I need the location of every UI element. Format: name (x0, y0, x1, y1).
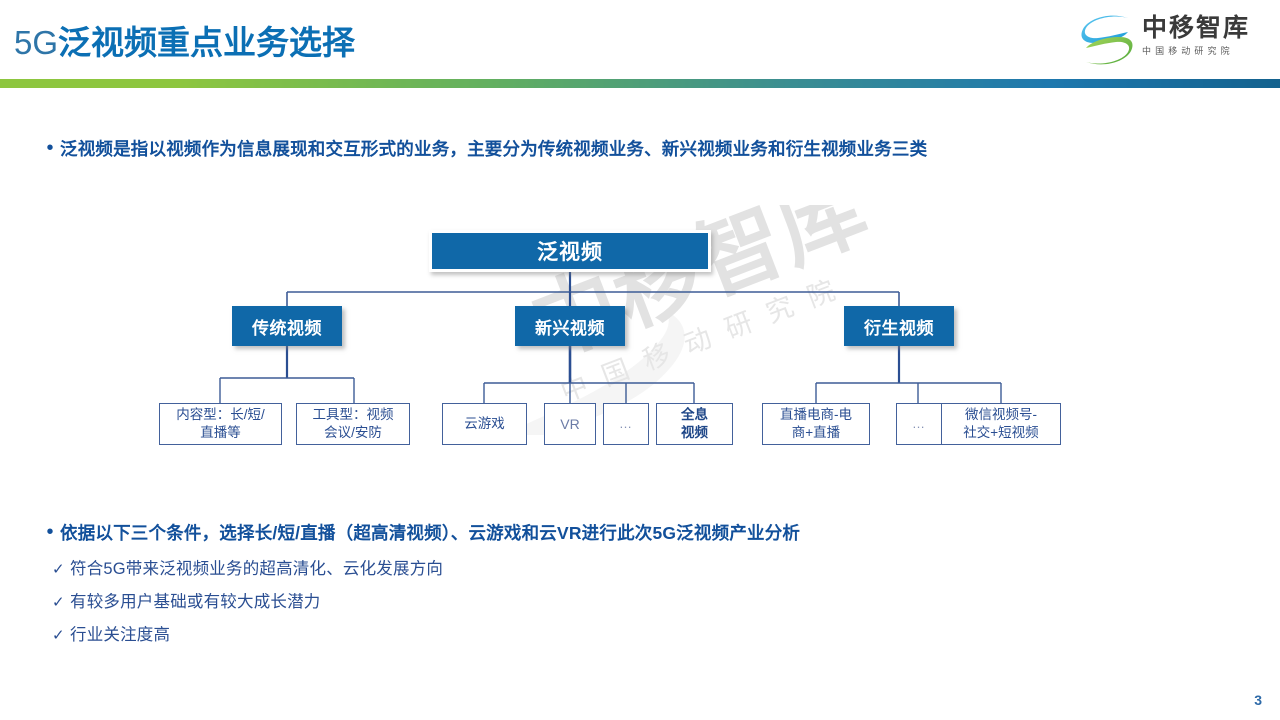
leaf-content-type[interactable]: 内容型：长/短/ 直播等 (159, 403, 282, 445)
node-derivative-video-label: 衍生视频 (864, 318, 934, 338)
leaf-wechat-channels-line1: 微信视频号- (965, 407, 1037, 422)
leaf-live-ecommerce[interactable]: 直播电商-电 商+直播 (762, 403, 870, 445)
check-text-1: 符合5G带来泛视频业务的超高清化、云化发展方向 (70, 560, 444, 578)
org-chart: 泛视频 传统视频 新兴视频 衍生视频 内容型：长/短/ 直播等 工具型：视频 会… (0, 200, 1280, 490)
leaf-vr[interactable]: VR (544, 403, 596, 445)
leaf-cloud-gaming-label: 云游戏 (464, 416, 505, 431)
node-emerging-video[interactable]: 新兴视频 (515, 306, 625, 346)
node-root-panvideo[interactable]: 泛视频 (429, 230, 711, 272)
check-icon-3: ✓ (52, 627, 65, 644)
leaf-derivative-ellipsis[interactable]: … (896, 403, 942, 445)
leaf-vr-label: VR (560, 416, 580, 432)
bullet-item-overview: • 泛视频是指以视频作为信息展现和交互形式的业务，主要分为传统视频业务、新兴视频… (40, 137, 927, 161)
logo-text: 中移智库 中国移动研究院 (1142, 14, 1270, 58)
bullet-dot-icon-2: • (46, 521, 54, 543)
leaf-live-ecommerce-line2: 商+直播 (791, 425, 841, 440)
leaf-emerging-ellipsis-label: … (619, 416, 633, 431)
leaf-holographic-video-line1: 全息 (681, 407, 708, 422)
check-text-2: 有较多用户基础或有较大成长潜力 (70, 593, 321, 611)
check-icon-1: ✓ (52, 561, 65, 578)
leaf-wechat-channels-line2: 社交+短视频 (963, 425, 1039, 440)
leaf-content-type-line2: 直播等 (200, 425, 241, 440)
leaf-tool-type[interactable]: 工具型：视频 会议/安防 (296, 403, 410, 445)
bullet-text-criteria: 依据以下三个条件，选择长/短/直播（超高清视频）、云游戏和云VR进行此次5G泛视… (60, 523, 801, 543)
leaf-tool-type-line1: 工具型：视频 (312, 407, 394, 422)
leaf-cloud-gaming[interactable]: 云游戏 (442, 403, 527, 445)
node-emerging-video-label: 新兴视频 (535, 318, 605, 338)
check-icon-2: ✓ (52, 594, 65, 611)
bullet-item-criteria: • 依据以下三个条件，选择长/短/直播（超高清视频）、云游戏和云VR进行此次5G… (40, 521, 800, 545)
leaf-derivative-ellipsis-label: … (912, 416, 926, 431)
brand-logo: 中移智库 中国移动研究院 (1078, 10, 1270, 72)
page-number: 3 (1254, 692, 1262, 708)
node-derivative-video[interactable]: 衍生视频 (844, 306, 954, 346)
leaf-holographic-video-line2: 视频 (681, 425, 708, 440)
org-chart-connectors (219, 272, 1002, 403)
check-item-3: ✓ 行业关注度高 (52, 624, 170, 646)
check-item-1: ✓ 符合5G带来泛视频业务的超高清化、云化发展方向 (52, 558, 443, 580)
header-gradient-rule (0, 79, 1280, 88)
swoosh-logo-icon (1081, 15, 1133, 65)
bullet-text-overview: 泛视频是指以视频作为信息展现和交互形式的业务，主要分为传统视频业务、新兴视频业务… (60, 139, 928, 159)
leaf-holographic-video[interactable]: 全息 视频 (656, 403, 733, 445)
page-title-prefix: 5G (14, 24, 59, 61)
node-traditional-video[interactable]: 传统视频 (232, 306, 342, 346)
logo-subtitle: 中国移动研究院 (1142, 46, 1234, 56)
node-traditional-video-label: 传统视频 (252, 318, 322, 338)
slide-header: 5G泛视频重点业务选择 中移智库 中国移动研究院 (0, 0, 1280, 92)
leaf-tool-type-line2: 会议/安防 (324, 425, 382, 440)
leaf-wechat-channels[interactable]: 微信视频号- 社交+短视频 (941, 403, 1061, 445)
page-title: 5G泛视频重点业务选择 (14, 16, 355, 64)
page-title-main: 泛视频重点业务选择 (58, 24, 356, 61)
check-item-2: ✓ 有较多用户基础或有较大成长潜力 (52, 591, 321, 613)
node-root-label: 泛视频 (537, 241, 603, 264)
check-text-3: 行业关注度高 (70, 626, 171, 644)
logo-name: 中移智库 (1142, 14, 1251, 42)
bullet-dot-icon: • (46, 137, 54, 159)
leaf-live-ecommerce-line1: 直播电商-电 (780, 407, 852, 422)
leaf-content-type-line1: 内容型：长/短/ (176, 407, 265, 422)
leaf-emerging-ellipsis[interactable]: … (603, 403, 649, 445)
